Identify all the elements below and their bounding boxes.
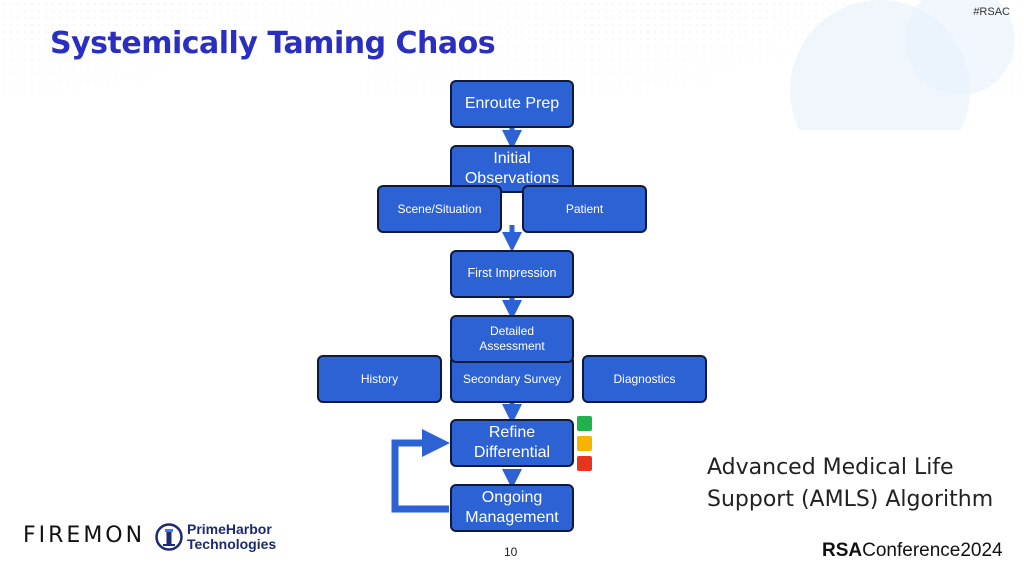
enroute-prep-box: Enroute Prep [450,80,574,128]
algorithm-caption: Advanced Medical Life Support (AMLS) Alg… [707,452,993,516]
enroute-prep-label: Enroute Prep [464,95,560,112]
diagnostics-label: Diagnostics [613,371,676,386]
scene-situation-label: Scene/Situation [397,201,482,216]
primeharbor-logo: PrimeHarbor Technologies [155,522,276,552]
triage-square-red [577,456,592,471]
page-number: 10 [504,545,518,559]
primeharbor-line2: Technologies [187,536,277,552]
rsa-logo-conference: Conference [862,540,961,561]
background-dot-pattern [2,0,1021,130]
detailed-assessment-line2: Assessment [479,339,545,353]
scene-situation-box: Scene/Situation [377,185,502,233]
ongoing-management-line1: Ongoing [481,489,543,506]
slide-title: Systemically Taming Chaos [50,26,496,61]
caption-line1: Advanced Medical Life [707,455,954,480]
first-impression-label: First Impression [467,266,557,281]
initial-observations-line1: Initial [493,150,531,167]
ongoing-management-box: Ongoing Management [450,484,574,532]
caption-line2: Support (AMLS) Algorithm [707,487,994,512]
initial-observations-box: Initial Observations [450,145,574,193]
lighthouse-icon [155,523,183,551]
first-impression-box: First Impression [450,250,574,298]
ongoing-management-line2: Management [465,509,559,526]
primeharbor-line1: PrimeHarbor [187,521,272,537]
refine-differential-box: Refine Differential [450,419,574,467]
diagnostics-box: Diagnostics [582,355,707,403]
rsa-logo-bold: RSA [822,540,863,561]
firemon-logo: FIREMON [23,523,146,548]
rsac-hashtag: #RSAC [973,6,1010,18]
patient-label: Patient [565,201,604,216]
rsa-logo-year: 2024 [960,540,1003,561]
history-box: History [317,355,442,403]
refine-differential-line2: Differential [473,444,551,461]
secondary-survey-label: Secondary Survey [462,371,562,386]
patient-box: Patient [522,185,647,233]
detailed-assessment-line1: Detailed [489,324,535,338]
loop-arrow-ongoing-to-refine [391,429,450,513]
detailed-assessment-box: Detailed Assessment [450,315,574,363]
triage-square-green [577,416,592,431]
history-label: History [360,371,399,386]
rsa-conference-logo: RSAConference2024 [822,540,1003,562]
triage-square-yellow [577,436,592,451]
initial-observations-line2: Observations [464,170,560,187]
refine-differential-line1: Refine [488,424,536,441]
